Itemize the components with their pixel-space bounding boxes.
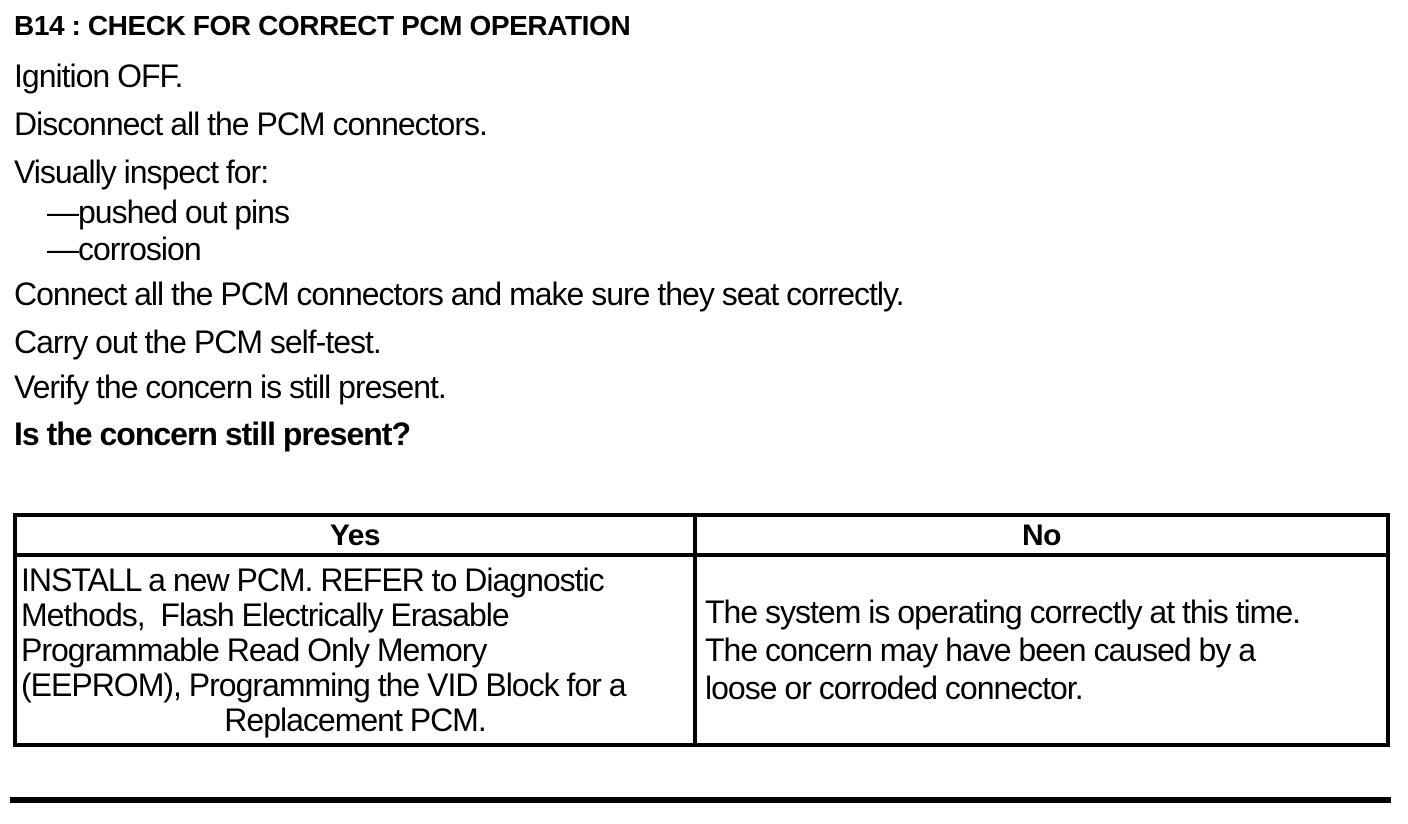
inspect-item-pushed-out-pins: —pushed out pins (47, 194, 290, 230)
no-action-cell: The system is operating correctly at thi… (697, 557, 1386, 743)
decision-table-header-row: Yes No (17, 517, 1386, 557)
yes-action-line: (EEPROM), Programming the VID Block for … (21, 667, 627, 703)
decision-table: Yes No INSTALL a new PCM. REFER to Diagn… (13, 513, 1390, 747)
step-disconnect-connectors: Disconnect all the PCM connectors. (14, 106, 488, 142)
yes-action-line: Methods, Flash Electrically Erasable (21, 597, 510, 633)
yes-action-cell: INSTALL a new PCM. REFER to Diagnostic M… (17, 557, 697, 743)
yes-column-header: Yes (17, 517, 697, 553)
yes-action-line: INSTALL a new PCM. REFER to Diagnostic (21, 562, 605, 598)
step-ignition-off: Ignition OFF. (14, 58, 183, 94)
no-action-line: loose or corroded connector. (705, 670, 1084, 706)
decision-question: Is the concern still present? (14, 416, 411, 452)
yes-action-line: Programmable Read Only Memory (21, 632, 487, 668)
no-action-line: The concern may have been caused by a (705, 632, 1256, 668)
no-column-header: No (1022, 519, 1062, 552)
step-verify-concern: Verify the concern is still present. (14, 369, 447, 405)
yes-action-last-line: Replacement PCM. (224, 702, 486, 738)
no-action-line: The system is operating correctly at thi… (705, 594, 1301, 630)
procedure-title: B14 : CHECK FOR CORRECT PCM OPERATION (14, 10, 631, 41)
inspect-item-corrosion: —corrosion (47, 231, 202, 267)
step-connect-connectors: Connect all the PCM connectors and make … (14, 276, 905, 312)
step-self-test: Carry out the PCM self-test. (14, 324, 382, 360)
bottom-divider-rule (10, 797, 1391, 803)
step-visually-inspect: Visually inspect for: (14, 154, 269, 190)
decision-table-body-row: INSTALL a new PCM. REFER to Diagnostic M… (17, 557, 1386, 743)
